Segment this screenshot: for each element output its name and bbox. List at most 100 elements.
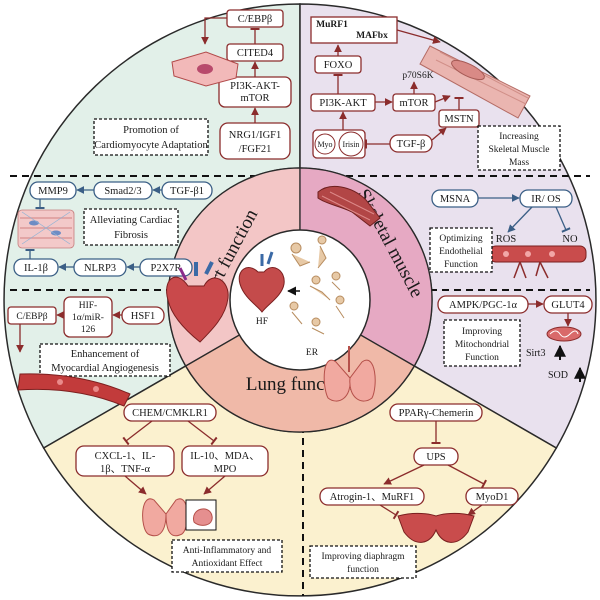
heart-bot-label-l2: Myocardial Angiogenesis	[51, 363, 159, 374]
mstn-text: MSTN	[444, 114, 474, 125]
small-lung-icon	[142, 498, 188, 537]
atrogin-text: Atrogin-1、MuRF1	[330, 492, 415, 503]
foxo-text: FOXO	[324, 60, 353, 71]
arrow-tgfb-mstn	[431, 127, 447, 141]
cardiac-fibers-icon	[17, 209, 75, 249]
lung-right-label-l1: Improving diaphragm	[321, 552, 405, 562]
mitochondrion-icon	[546, 326, 582, 342]
skel-mid-label-l3: Function	[444, 260, 478, 270]
hsf1-text: HSF1	[131, 311, 156, 322]
arrow-cebpb-cell	[201, 17, 227, 45]
ups-text: UPS	[426, 452, 445, 463]
heart-top-label-box	[93, 118, 209, 156]
center-circle	[229, 229, 371, 371]
skel-bot-label-l2: Mitochondrial	[455, 340, 510, 350]
center-hf-label: HF	[256, 317, 268, 327]
cited4-text: CITED4	[237, 48, 274, 59]
endothelium-icon	[489, 245, 587, 279]
blood-vessel-icon	[17, 373, 131, 407]
muscle-protein-box	[310, 16, 398, 44]
skel-mid-label-l2: Endothelial	[439, 247, 483, 257]
ppar-text: PPARγ-Chemerin	[399, 408, 475, 419]
heart-mid-label-l1: Alleviating Cardiac	[90, 215, 173, 226]
skel-bot-label-l1: Improving	[462, 327, 502, 337]
arrow-chem-il10	[187, 420, 218, 446]
arrow-cxcl-lung	[124, 475, 147, 495]
irisin-text: Irisin	[343, 140, 360, 149]
hif-l3: 126	[81, 325, 96, 335]
arrow-iros-ros	[507, 206, 533, 233]
arrow-myod1-diaphragm	[467, 504, 483, 516]
mafbx-text: MAFbx	[356, 31, 388, 41]
ampk-text: AMPK/PGC-1α	[449, 300, 517, 311]
mmp9-box	[29, 181, 77, 200]
skel-top-label-l3: Mass	[509, 158, 529, 168]
heart-top-label-l2: Cardiomyocyte Adaptation	[94, 140, 208, 151]
diaphragm-icon	[397, 512, 475, 543]
irisin-circle	[338, 131, 364, 157]
muscle-fiber-icon	[419, 45, 531, 119]
heart-top-cebpb-text: C/EBPβ	[238, 14, 273, 25]
chem-text: CHEM/CMKLR1	[132, 408, 208, 419]
mtor-text: mTOR	[400, 98, 429, 109]
heart-top-pi3k-l2: mTOR	[241, 93, 270, 104]
il1b-box	[13, 258, 59, 277]
lung-illustration	[323, 346, 376, 402]
skel-top-label-l1: Increasing	[499, 132, 539, 142]
il1b-text: IL-1β	[24, 263, 48, 274]
p70s6k-text: p70S6K	[402, 71, 433, 81]
msna-text: MSNA	[440, 194, 471, 205]
nrg-l1: NRG1/IGF1	[229, 130, 282, 141]
center-er-label: ER	[306, 348, 319, 358]
skel-pi3k-text: PI3K-AKT	[319, 98, 367, 109]
heart-bot-cebpb-box	[7, 306, 57, 325]
ups-box	[413, 447, 459, 466]
arrow-ups-atrogin	[383, 464, 425, 485]
center-heart-icon	[238, 251, 285, 313]
iros-text: IR/ OS	[531, 194, 561, 205]
heart-mid-label-box	[83, 208, 179, 246]
lung-left-label-l2: Antioxidant Effect	[192, 558, 263, 569]
no-text: NO	[562, 234, 578, 245]
heart-bot-label-l1: Enhancement of	[71, 349, 140, 360]
cxcl-l1: CXCL-1、IL-	[95, 451, 156, 462]
heart-top-pi3k-l1: PI3K-AKT-	[230, 81, 280, 92]
hif-l2: 1α/miR-	[72, 313, 104, 323]
cardiomyocyte-icon	[171, 51, 239, 87]
myo-circle	[314, 133, 336, 155]
arrow-chem-cxcl	[122, 420, 153, 446]
myod1-box	[465, 487, 519, 506]
heart-mid-label-l2: Fibrosis	[114, 230, 148, 241]
iros-box	[519, 189, 573, 208]
il10-l2: MPO	[214, 464, 237, 475]
skel-top-label-l2: Skeletal Muscle	[489, 145, 550, 155]
atrogin-box	[319, 487, 425, 506]
heart-bot-cebpb-text: C/EBPβ	[16, 312, 47, 322]
skel-top-label-box	[477, 125, 561, 171]
tgfb1-text: TGF-β1	[170, 186, 204, 197]
sirt3-text: Sirt3	[526, 348, 545, 359]
muscle-limb-icon	[317, 185, 381, 227]
lung-left-label-l1: Anti-Inflammatory and	[183, 545, 272, 556]
arrow-mtor-muscle	[434, 94, 451, 103]
lung-right-label-l2: function	[347, 564, 379, 575]
skel-bot-label-box	[443, 319, 521, 367]
heart-top-label-l1: Promotion of	[123, 125, 179, 136]
chem-box	[123, 403, 217, 422]
myo-text: Myo	[317, 140, 332, 149]
cxcl-l2: 1β、TNF-α	[100, 464, 150, 475]
inhibit-atrogin-diaphragm	[379, 504, 400, 520]
murf1-text: MuRF1	[316, 20, 348, 30]
inhibit-ups-myod1	[447, 464, 488, 489]
p2x7r-text: P2X7R	[151, 263, 182, 274]
lung-right-label-box	[309, 545, 417, 579]
heart-illustration	[166, 261, 229, 343]
nrg-l2: /FGF21	[239, 144, 272, 155]
exercise-icons	[289, 235, 345, 335]
inhibit-iros-no	[555, 206, 571, 233]
il10-l1: IL-10、MDA、	[190, 451, 259, 462]
skel-bot-label-l3: Function	[465, 353, 499, 363]
mmp9-text: MMP9	[38, 186, 68, 197]
ros-text: ROS	[496, 234, 517, 245]
